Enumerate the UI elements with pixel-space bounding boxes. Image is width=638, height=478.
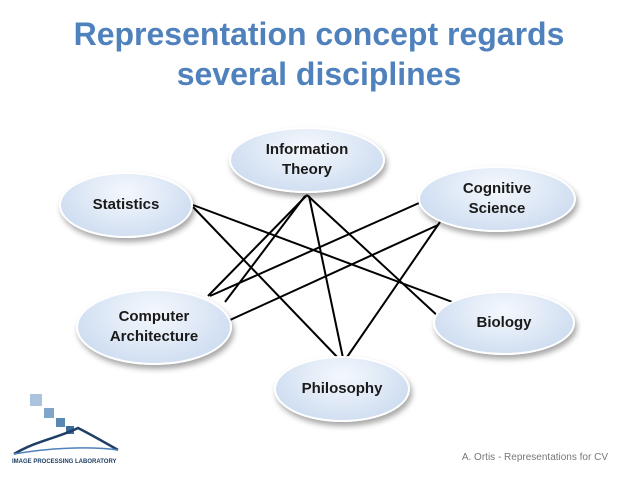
node-information-theory: Information Theory xyxy=(229,127,385,193)
link-statistics-biology xyxy=(192,204,456,304)
link-infotheory-computer xyxy=(207,194,308,297)
node-statistics: Statistics xyxy=(59,172,193,238)
node-philosophy: Philosophy xyxy=(274,356,410,422)
link-cognitive-computer-2 xyxy=(229,224,439,321)
footer-credit: A. Ortis - Representations for CV xyxy=(461,452,608,463)
slide-title: Representation concept regards several d… xyxy=(0,14,638,94)
link-cognitive-philosophy xyxy=(344,221,441,361)
title-line-1: Representation concept regards xyxy=(73,16,565,52)
node-cognitive-science: Cognitive Science xyxy=(418,166,576,232)
image-processing-laboratory-logo: IMAGE PROCESSING LABORATORY xyxy=(12,394,119,465)
title-line-2: several disciplines xyxy=(176,56,462,92)
node-computer-architecture: Computer Architecture xyxy=(76,289,232,365)
link-infotheory-computer-2 xyxy=(224,195,306,303)
node-biology: Biology xyxy=(433,291,575,355)
link-statistics-philosophy xyxy=(192,206,341,361)
logo-text: IMAGE PROCESSING LABORATORY xyxy=(12,459,117,465)
link-cognitive-computer xyxy=(209,198,429,297)
link-infotheory-biology xyxy=(306,194,441,319)
